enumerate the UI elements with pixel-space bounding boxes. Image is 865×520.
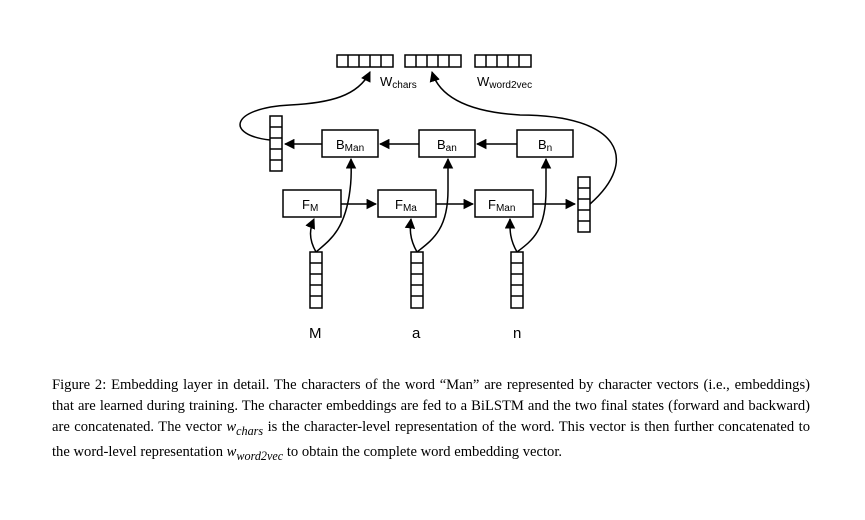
backward-to-wchars-curve [239, 71, 371, 141]
wchars-label: Wchars [380, 74, 417, 91]
svg-text:BMan: BMan [336, 137, 364, 154]
svg-text:FMan: FMan [488, 197, 515, 214]
backward-cell-n: Bn [516, 129, 574, 158]
emb-n-to-bn [516, 157, 552, 253]
forward-to-wchars-curve [429, 70, 618, 205]
emb-m-to-fm [305, 218, 317, 253]
svg-text:Ban: Ban [437, 137, 457, 154]
emb-a-to-ban [416, 157, 454, 253]
forward-cell-man: FMan [474, 189, 534, 218]
forward-state-vector [577, 176, 591, 233]
backward-state-vector [269, 115, 283, 172]
embedding-figure: Wchars Wword2vec BMan Ban Bn FM FMa [239, 54, 618, 342]
caption-text-2: is the character-level representation of… [52, 419, 810, 460]
wword2vec-vector [474, 54, 532, 68]
forward-cell-ma: FMa [377, 189, 437, 218]
caption-label: Figure 2: [52, 377, 107, 393]
svg-text:FMa: FMa [395, 197, 417, 214]
var-wchars: wchars [226, 419, 264, 438]
emb-m-to-bman [315, 157, 357, 253]
svg-text:Bn: Bn [538, 137, 552, 154]
char-embedding-m [309, 251, 323, 309]
caption-text-3: to obtain the complete word embedding ve… [283, 443, 563, 460]
backward-cell-man: BMan [321, 129, 379, 158]
char-label-m: M [309, 325, 322, 342]
emb-n-to-fman [504, 217, 518, 253]
char-label-n: n [513, 325, 521, 342]
emb-a-to-fma [404, 217, 418, 253]
char-label-a: a [412, 325, 421, 342]
char-embedding-n [510, 251, 524, 309]
wchars-part2-vector [404, 54, 462, 68]
wchars-part1-vector [336, 54, 394, 68]
wword2vec-label: Wword2vec [477, 74, 532, 91]
backward-cell-an: Ban [418, 129, 476, 158]
char-embedding-a [410, 251, 424, 309]
caption-text-1: Embedding layer in detail. The character… [52, 377, 810, 435]
embedding-diagram: Wchars Wword2vec BMan Ban Bn FM FMa [239, 54, 618, 342]
var-wword2vec: wword2vec [226, 443, 284, 463]
figure-caption: Figure 2: Embedding layer in detail. The… [52, 375, 810, 467]
svg-text:FM: FM [302, 197, 318, 214]
forward-cell-m: FM [282, 189, 342, 218]
